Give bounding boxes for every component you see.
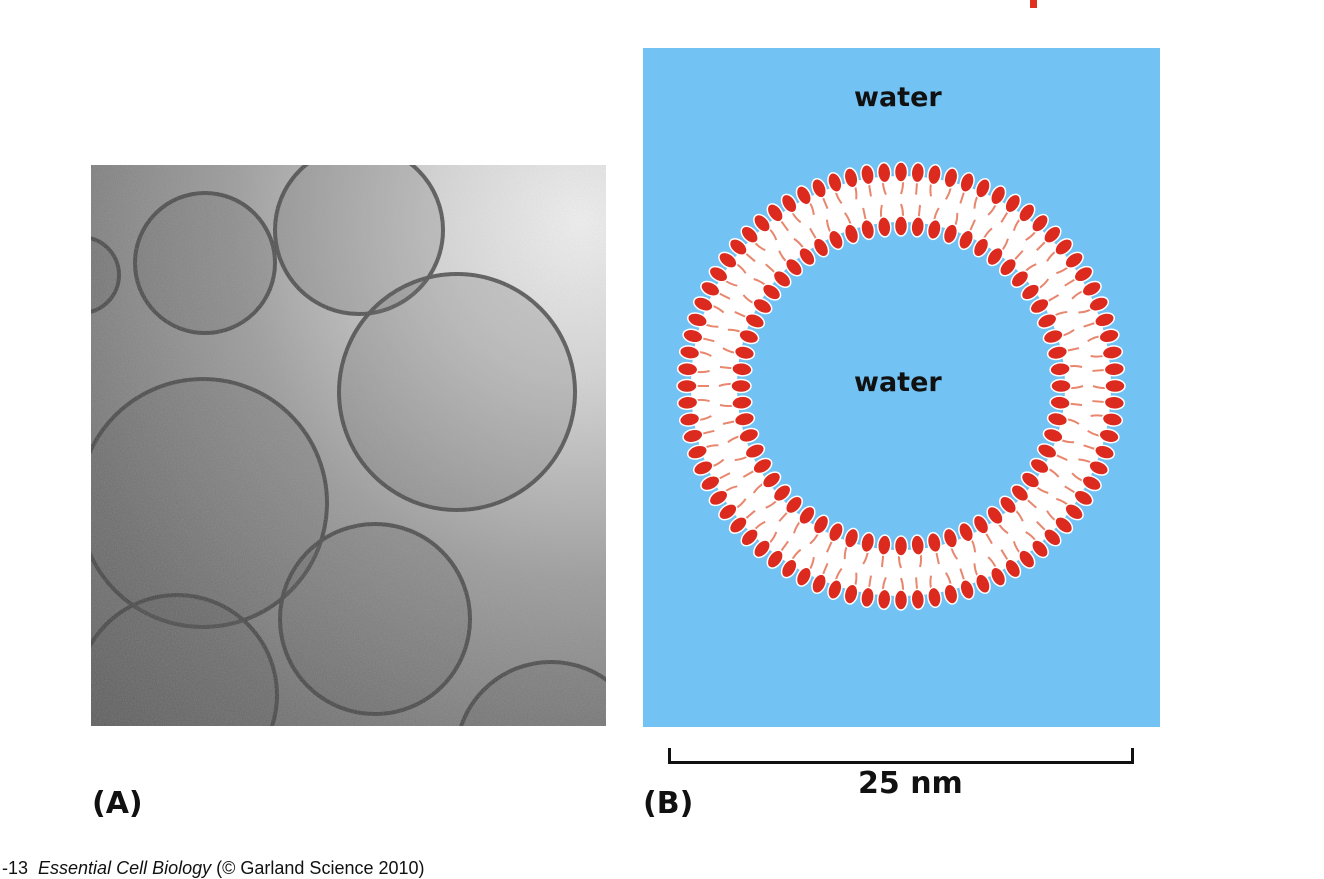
- caption-copyright: (© Garland Science 2010): [216, 858, 425, 878]
- lipid-bilayer-vesicle-diagram: [676, 161, 1126, 611]
- outer-water-label: water: [854, 82, 942, 113]
- liposome-diagram-panel: water water: [643, 48, 1160, 727]
- panel-b-label: (B): [643, 786, 694, 821]
- caption-figure-number: -13: [2, 858, 29, 878]
- caption-book-title: Essential Cell Biology: [38, 858, 212, 878]
- red-corner-mark: [1030, 0, 1037, 8]
- inner-water-label: water: [854, 367, 942, 398]
- micrograph-panel: [91, 165, 606, 726]
- figure-caption: -13 Essential Cell Biology (© Garland Sc…: [2, 858, 425, 879]
- panel-a-label: (A): [92, 786, 143, 821]
- scale-bar: [668, 748, 1134, 764]
- vesicle-micrograph-image: [91, 165, 606, 726]
- scale-bar-label: 25 nm: [858, 766, 963, 801]
